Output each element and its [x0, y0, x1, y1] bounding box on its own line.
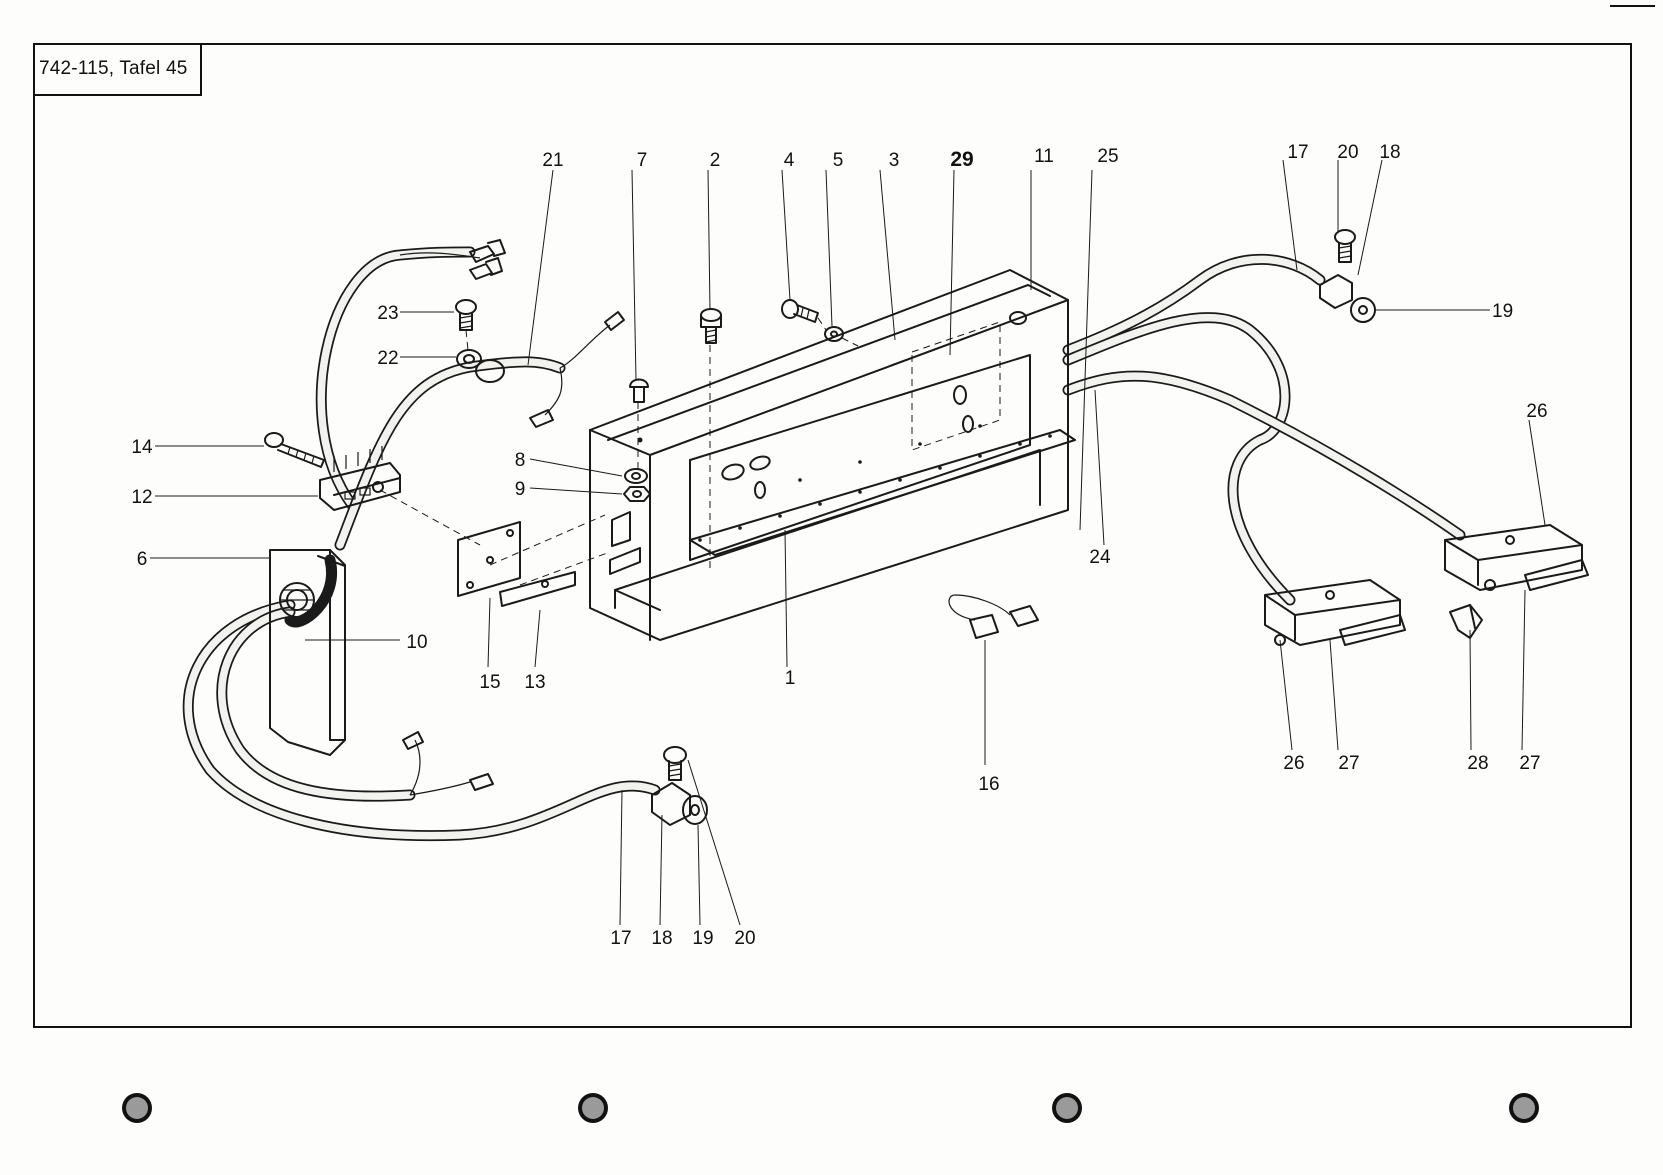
- callout-24: 24: [1089, 547, 1111, 568]
- screw-4: [782, 300, 818, 322]
- bar-13: [500, 572, 575, 606]
- callout-14: 14: [131, 437, 153, 458]
- callout-26-bottom: 26: [1283, 753, 1304, 774]
- callout-26-top: 26: [1526, 401, 1547, 422]
- callout-4: 4: [784, 150, 795, 171]
- callout-21: 21: [542, 150, 563, 171]
- callout-19-bottom: 19: [692, 928, 713, 949]
- callout-20-bottom: 20: [734, 928, 755, 949]
- callout-2: 2: [710, 150, 721, 171]
- callout-8: 8: [515, 450, 526, 471]
- screw-7: [630, 380, 648, 403]
- callout-1: 1: [785, 668, 796, 689]
- callout-17-top: 17: [1287, 142, 1308, 163]
- screw-2: [701, 309, 721, 343]
- callout-5: 5: [833, 150, 844, 171]
- nut-9: [624, 487, 650, 501]
- callout-16: 16: [978, 774, 999, 795]
- callout-9: 9: [515, 479, 526, 500]
- clip-28: [1450, 605, 1482, 638]
- callout-27-right: 27: [1519, 753, 1540, 774]
- callout-3: 3: [889, 150, 900, 171]
- callout-18-top: 18: [1379, 142, 1400, 163]
- callout-11: 11: [1034, 146, 1054, 167]
- dsub-connector-right: [1445, 525, 1588, 590]
- assembly-lines: [380, 318, 858, 585]
- callout-7: 7: [637, 150, 648, 171]
- bnc-connector-top: [1320, 230, 1375, 322]
- mounting-channel: [590, 270, 1075, 640]
- callout-29: 29: [950, 148, 973, 171]
- callout-22: 22: [377, 348, 398, 369]
- jumper-wire-16: [949, 595, 1038, 638]
- callout-17-bottom: 17: [610, 928, 631, 949]
- callout-15: 15: [479, 672, 500, 693]
- callout-27-left: 27: [1338, 753, 1359, 774]
- callout-13: 13: [524, 672, 545, 693]
- bnc-connector-bottom: [652, 747, 707, 825]
- callout-10: 10: [406, 632, 427, 653]
- callout-25: 25: [1097, 146, 1118, 167]
- callout-6: 6: [137, 549, 148, 570]
- lock-washer-8: [625, 469, 647, 483]
- binder-holes: [122, 6, 1655, 1123]
- cable-harness: [188, 252, 1460, 836]
- callout-23: 23: [377, 303, 398, 324]
- plate-15: [458, 522, 520, 596]
- callout-19-top: 19: [1492, 301, 1513, 322]
- callout-12: 12: [131, 487, 152, 508]
- screw-23: [456, 300, 476, 330]
- callout-20-top: 20: [1337, 142, 1358, 163]
- callout-18-bottom: 18: [651, 928, 672, 949]
- screw-14: [265, 433, 324, 467]
- callout-28: 28: [1467, 753, 1488, 774]
